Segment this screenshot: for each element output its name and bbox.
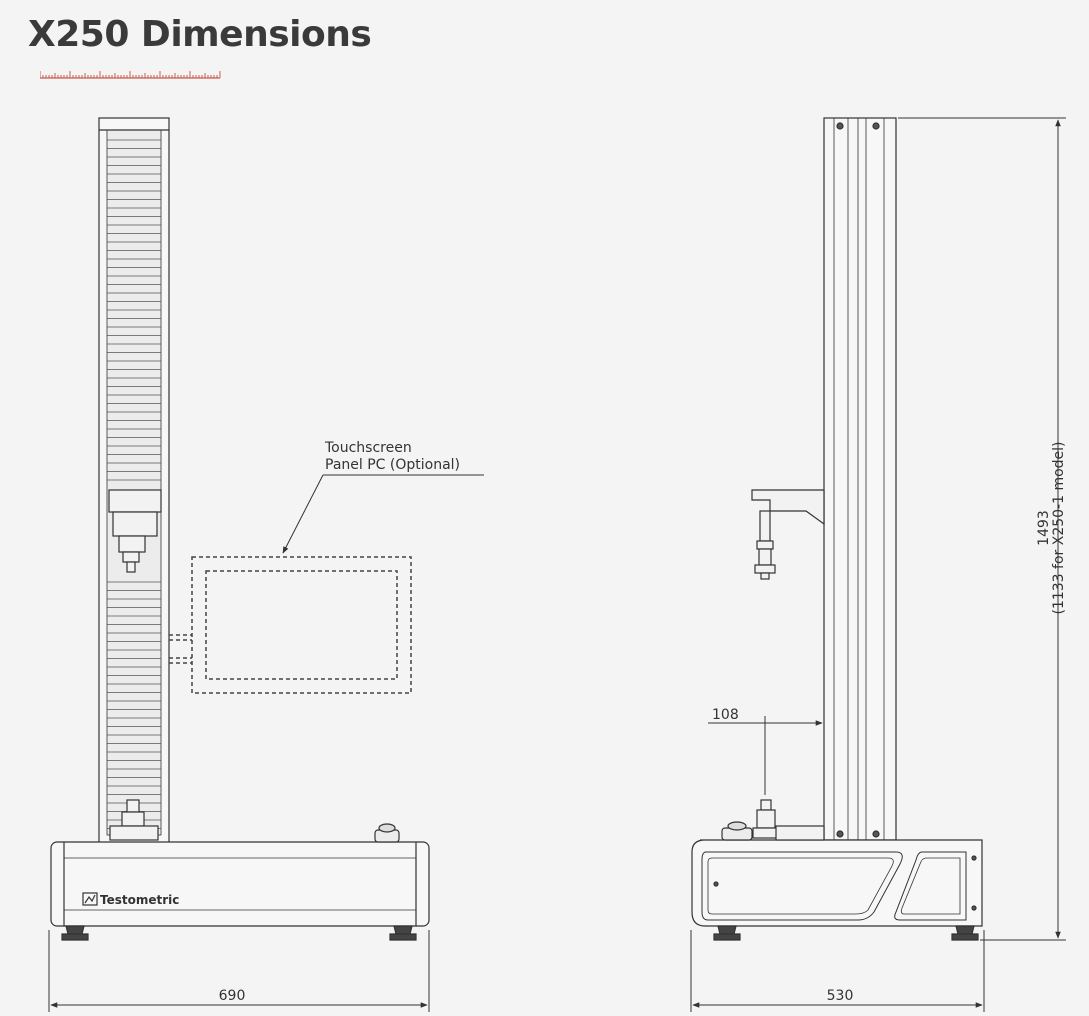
front-base [50,841,430,927]
side-foot-left [713,925,741,941]
side-view [691,117,983,941]
dim-label-1493: 1493 [1036,510,1052,546]
front-foot-left [61,925,89,941]
dimension-108 [708,716,823,795]
dimension-530 [690,930,985,1012]
touchscreen-panel [169,556,412,694]
dim-label-530: 530 [827,988,854,1004]
callout-line-1: Touchscreen [324,440,412,456]
brand-label: Testometric [100,893,179,907]
side-crosshead-arm [751,489,825,526]
side-foot-right [951,925,979,941]
front-foot-right [389,925,417,941]
page-title: X250 Dimensions [28,14,372,55]
front-lower-fixture [109,799,159,841]
side-base [691,839,983,927]
dim-label-690: 690 [219,988,246,1004]
callout-leader [282,474,484,554]
front-crosshead [108,489,162,573]
dim-label-1493-alt: (1133 for X250-1 model) [1051,441,1067,614]
dim-label-108: 108 [712,707,739,723]
side-lower-fixture [752,799,780,839]
side-column [823,117,897,841]
front-view [50,117,484,941]
dimension-1493 [898,117,1066,941]
dimension-690 [48,930,430,1012]
callout-line-2: Panel PC (Optional) [325,457,460,473]
testometric-logo [82,892,98,906]
ruler-decoration [40,71,221,79]
side-upper-stem [754,510,776,580]
